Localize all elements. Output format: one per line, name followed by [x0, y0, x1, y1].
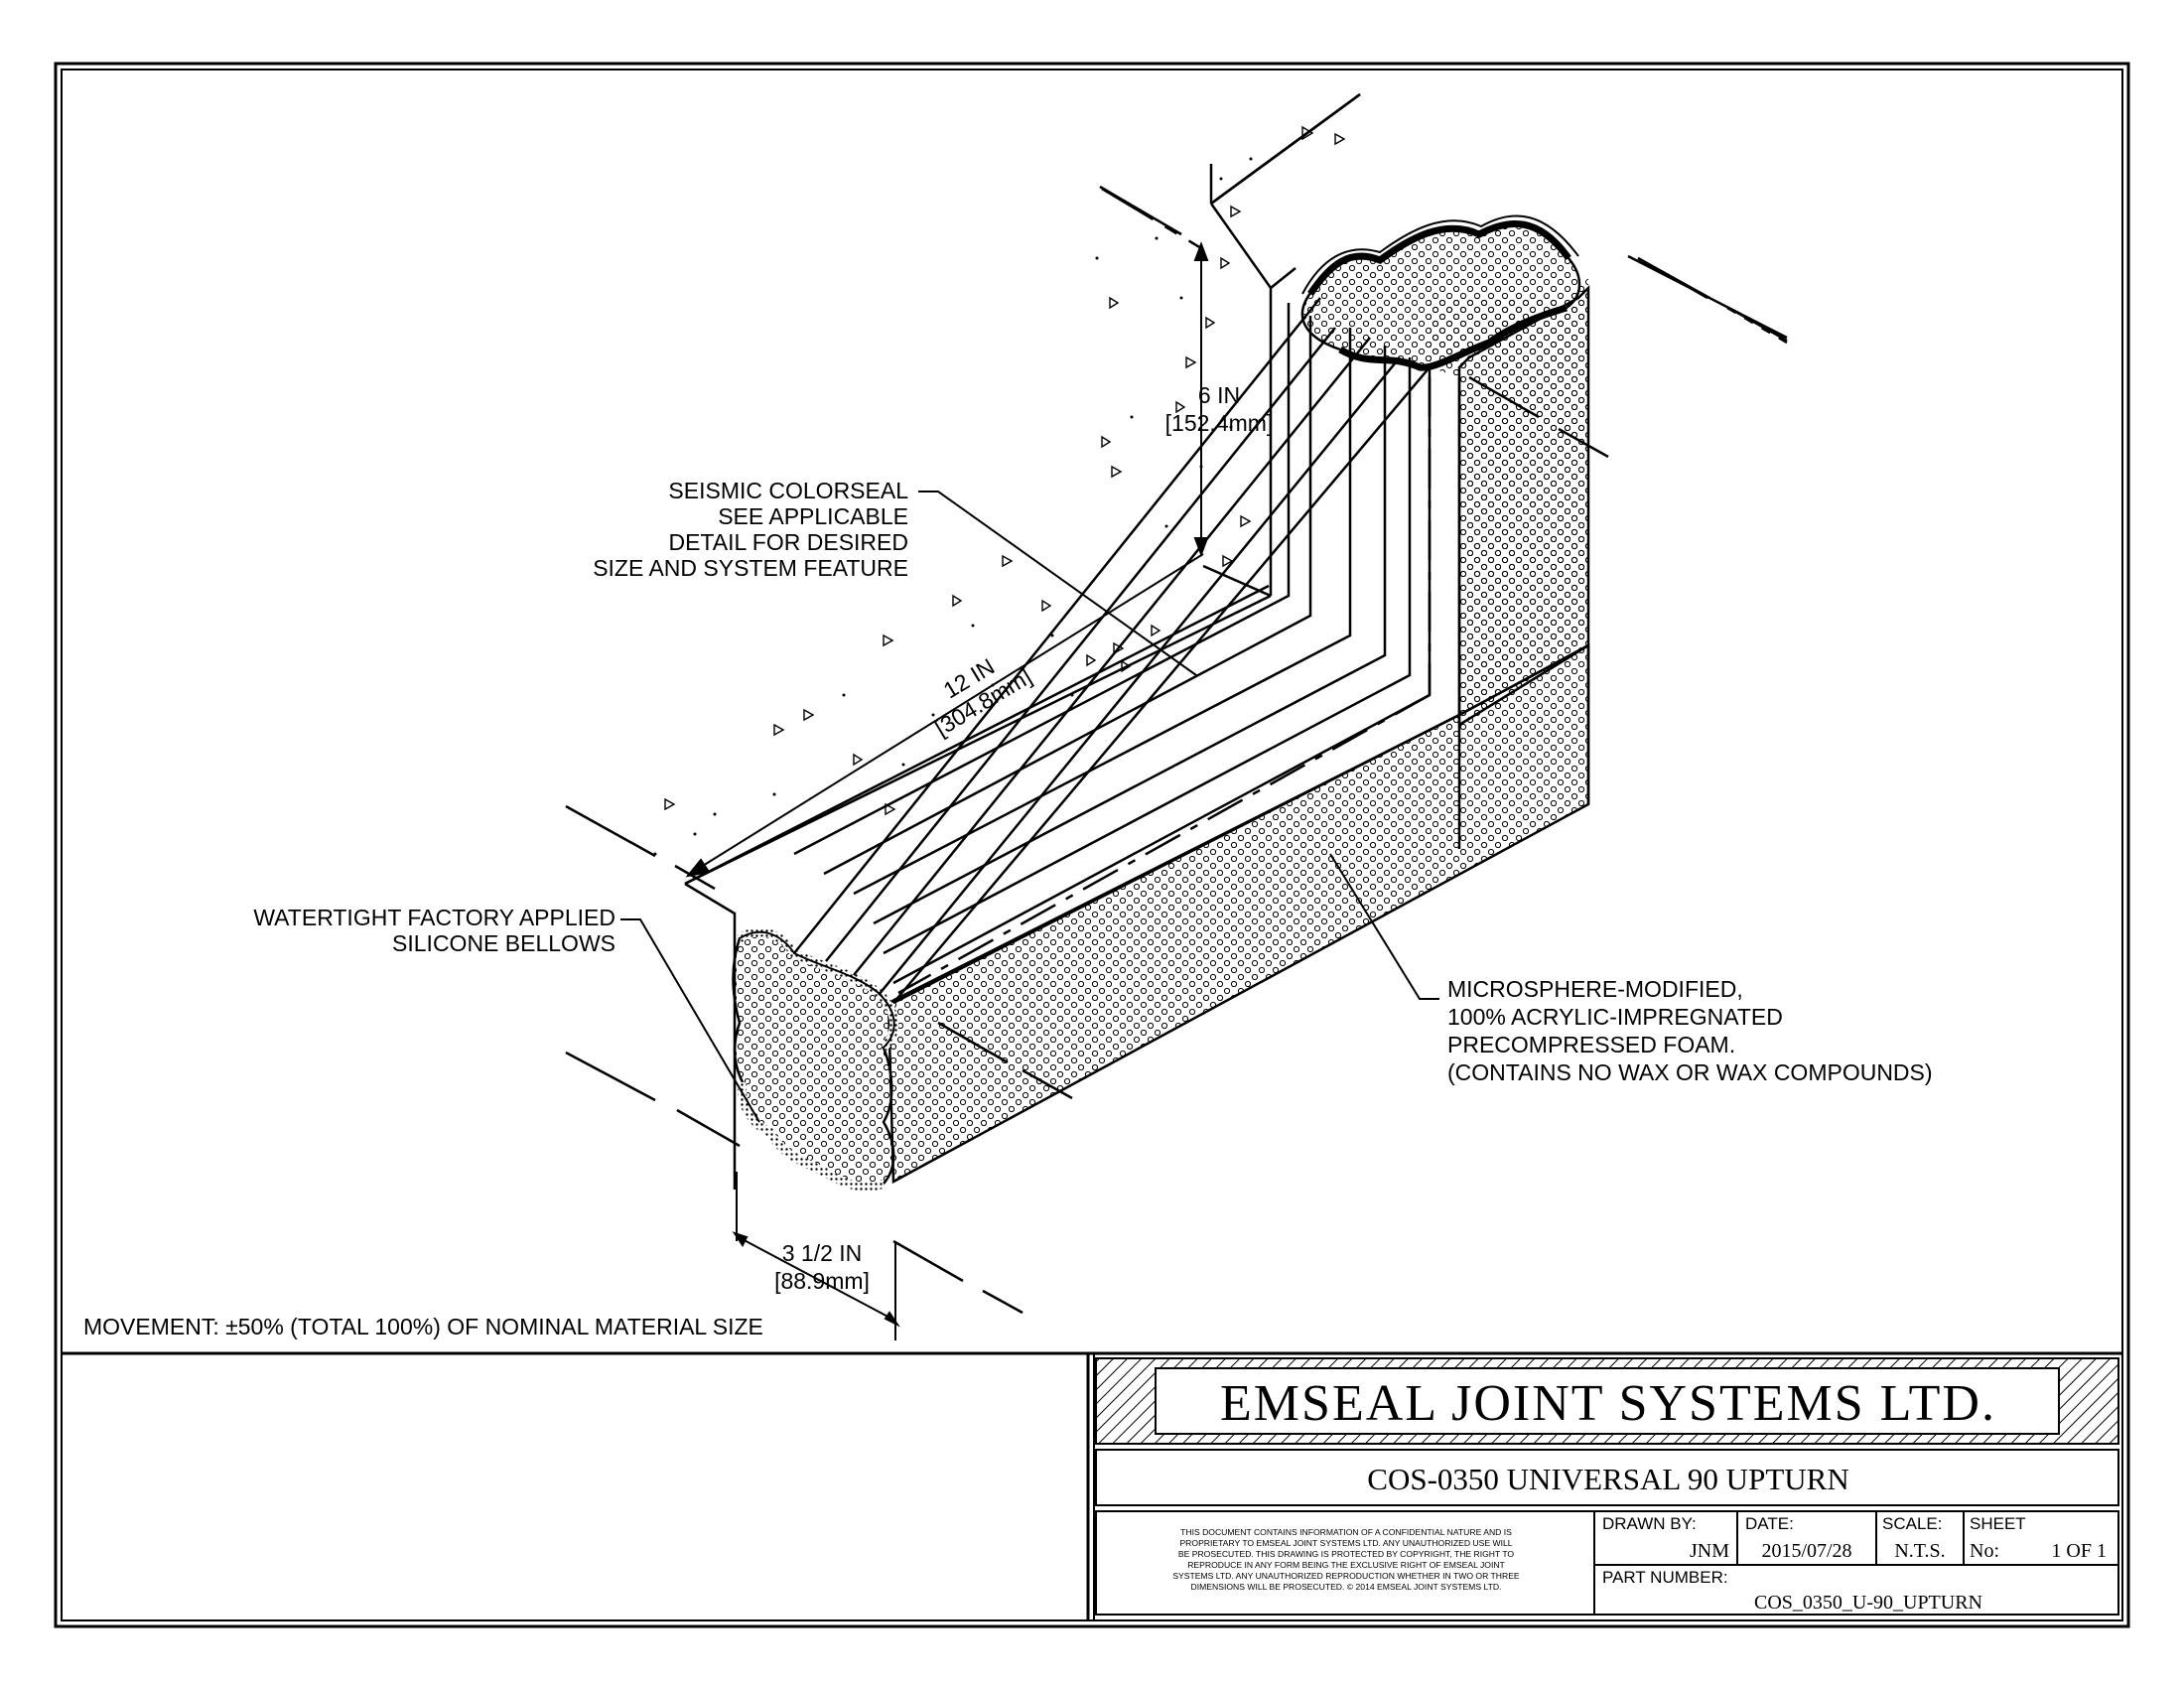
- front-end-face: [732, 927, 899, 1192]
- label-seismic: SEISMIC COLORSEAL SEE APPLICABLE DETAIL …: [593, 478, 908, 581]
- notice-line-2: PROPRIETARY TO EMSEAL JOINT SYSTEMS LTD.…: [1179, 1538, 1512, 1548]
- sheet-label: SHEET: [1970, 1514, 2026, 1533]
- label-foam-line3: PRECOMPRESSED FOAM.: [1447, 1032, 1735, 1057]
- dimension-height: [1193, 241, 1209, 557]
- confidential-notice: THIS DOCUMENT CONTAINS INFORMATION OF A …: [1172, 1527, 1520, 1592]
- break-lines: [565, 185, 1788, 1315]
- foam-vertical-leg: [1430, 278, 1590, 728]
- notice-line-6: DIMENSIONS WILL BE PROSECUTED. © 2014 EM…: [1191, 1582, 1502, 1592]
- company-name: EMSEAL JOINT SYSTEMS LTD.: [1220, 1375, 1996, 1432]
- leaders: [620, 491, 1439, 1123]
- sheet-no-label: No:: [1970, 1540, 1999, 1562]
- label-foam-line1: MICROSPHERE-MODIFIED,: [1447, 976, 1743, 1002]
- date-label: DATE:: [1745, 1514, 1794, 1533]
- label-foam: MICROSPHERE-MODIFIED, 100% ACRYLIC-IMPRE…: [1447, 976, 1933, 1085]
- label-foam-line2: 100% ACRYLIC-IMPREGNATED: [1447, 1004, 1783, 1030]
- notice-line-4: REPRODUCE IN ANY FORM BEING THE EXCLUSIV…: [1187, 1560, 1505, 1570]
- title-block: [1095, 1357, 2119, 1616]
- top-end-face: [1300, 214, 1581, 371]
- drawing-title: COS-0350 UNIVERSAL 90 UPTURN: [1367, 1462, 1848, 1496]
- label-seismic-line1: SEISMIC COLORSEAL: [668, 478, 908, 503]
- notice-line-1: THIS DOCUMENT CONTAINS INFORMATION OF A …: [1180, 1527, 1512, 1537]
- label-seismic-line2: SEE APPLICABLE: [718, 503, 908, 529]
- label-seismic-line3: DETAIL FOR DESIRED: [668, 529, 908, 555]
- profile-lines: [793, 303, 1590, 1005]
- sheet-value: 1 OF 1: [2051, 1540, 2107, 1562]
- notice-line-3: BE PROSECUTED. THIS DRAWING IS PROTECTED…: [1178, 1549, 1515, 1559]
- dimension-width: [732, 1172, 900, 1340]
- drawn-by-value: JNM: [1690, 1540, 1729, 1562]
- date-value: 2015/07/28: [1761, 1540, 1851, 1562]
- notice-line-5: SYSTEMS LTD. ANY UNAUTHORIZED REPRODUCTI…: [1172, 1571, 1520, 1581]
- drawn-by-label: DRAWN BY:: [1602, 1514, 1697, 1533]
- label-bellows-line1: WATERTIGHT FACTORY APPLIED: [253, 905, 615, 930]
- dim-width-in: 3 1/2 IN: [782, 1240, 863, 1266]
- label-bellows: WATERTIGHT FACTORY APPLIED SILICONE BELL…: [253, 905, 615, 956]
- dim-width-mm: [88.9mm]: [774, 1268, 870, 1294]
- concrete-aggregate: [653, 125, 1346, 856]
- dim-height-mm: [152.4mm]: [1165, 410, 1274, 436]
- sheet-border: [54, 62, 2130, 1628]
- label-seismic-line4: SIZE AND SYSTEM FEATURE: [593, 555, 908, 581]
- scale-value: N.T.S.: [1894, 1540, 1945, 1562]
- scale-label: SCALE:: [1882, 1514, 1942, 1533]
- dimension-length: [685, 553, 1204, 878]
- label-bellows-line2: SILICONE BELLOWS: [392, 930, 615, 956]
- label-movement: MOVEMENT: ±50% (TOTAL 100%) OF NOMINAL M…: [83, 1314, 763, 1339]
- dim-height-in: 6 IN: [1198, 382, 1240, 408]
- part-number-label: PART NUMBER:: [1602, 1568, 1728, 1587]
- label-foam-line4: (CONTAINS NO WAX OR WAX COMPOUNDS): [1447, 1059, 1933, 1085]
- part-number-value: COS_0350_U-90_UPTURN: [1754, 1592, 1982, 1614]
- concrete-edges: [1210, 92, 1361, 206]
